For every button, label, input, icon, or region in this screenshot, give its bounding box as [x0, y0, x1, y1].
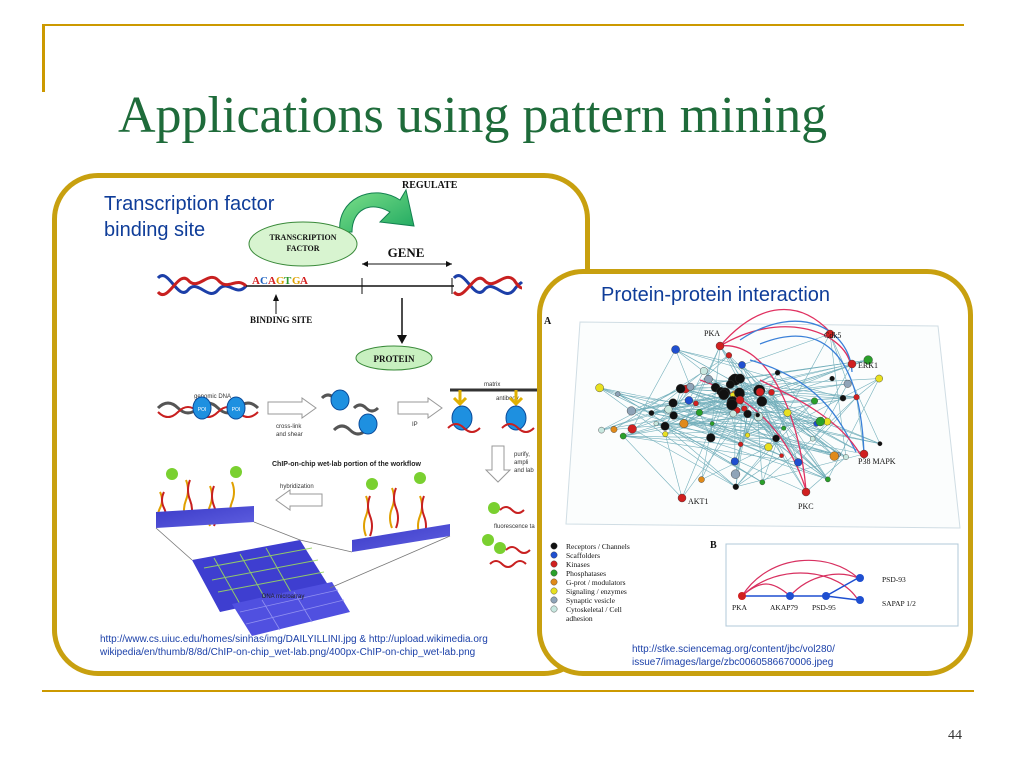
ppi-url-line1: http://stke.sciencemag.org/content/jbc/v…	[632, 644, 835, 655]
tf-binding-panel	[52, 173, 590, 676]
ppi-heading: Protein-protein interaction	[601, 284, 831, 306]
left-rule	[42, 24, 45, 92]
tf-heading-line2: binding site	[104, 219, 206, 241]
tf-heading: Transcription factor binding site	[104, 191, 274, 243]
tf-url-line1: http://www.cs.uiuc.edu/homes/sinhas/img/…	[100, 634, 488, 645]
bottom-rule	[42, 690, 974, 692]
ppi-panel	[537, 269, 973, 676]
tf-source-url: http://www.cs.uiuc.edu/homes/sinhas/img/…	[100, 633, 488, 659]
ppi-source-url: http://stke.sciencemag.org/content/jbc/v…	[632, 643, 835, 669]
ppi-url-line2: issue7/images/large/zbc0060586670006.jpe…	[632, 657, 834, 668]
tf-url-line2: wikipedia/en/thumb/8/8d/ChIP-on-chip_wet…	[100, 647, 476, 658]
tf-heading-line1: Transcription factor	[104, 193, 275, 215]
top-rule	[42, 24, 964, 26]
slide-number: 44	[948, 728, 962, 743]
slide-title: Applications using pattern mining	[118, 87, 828, 144]
